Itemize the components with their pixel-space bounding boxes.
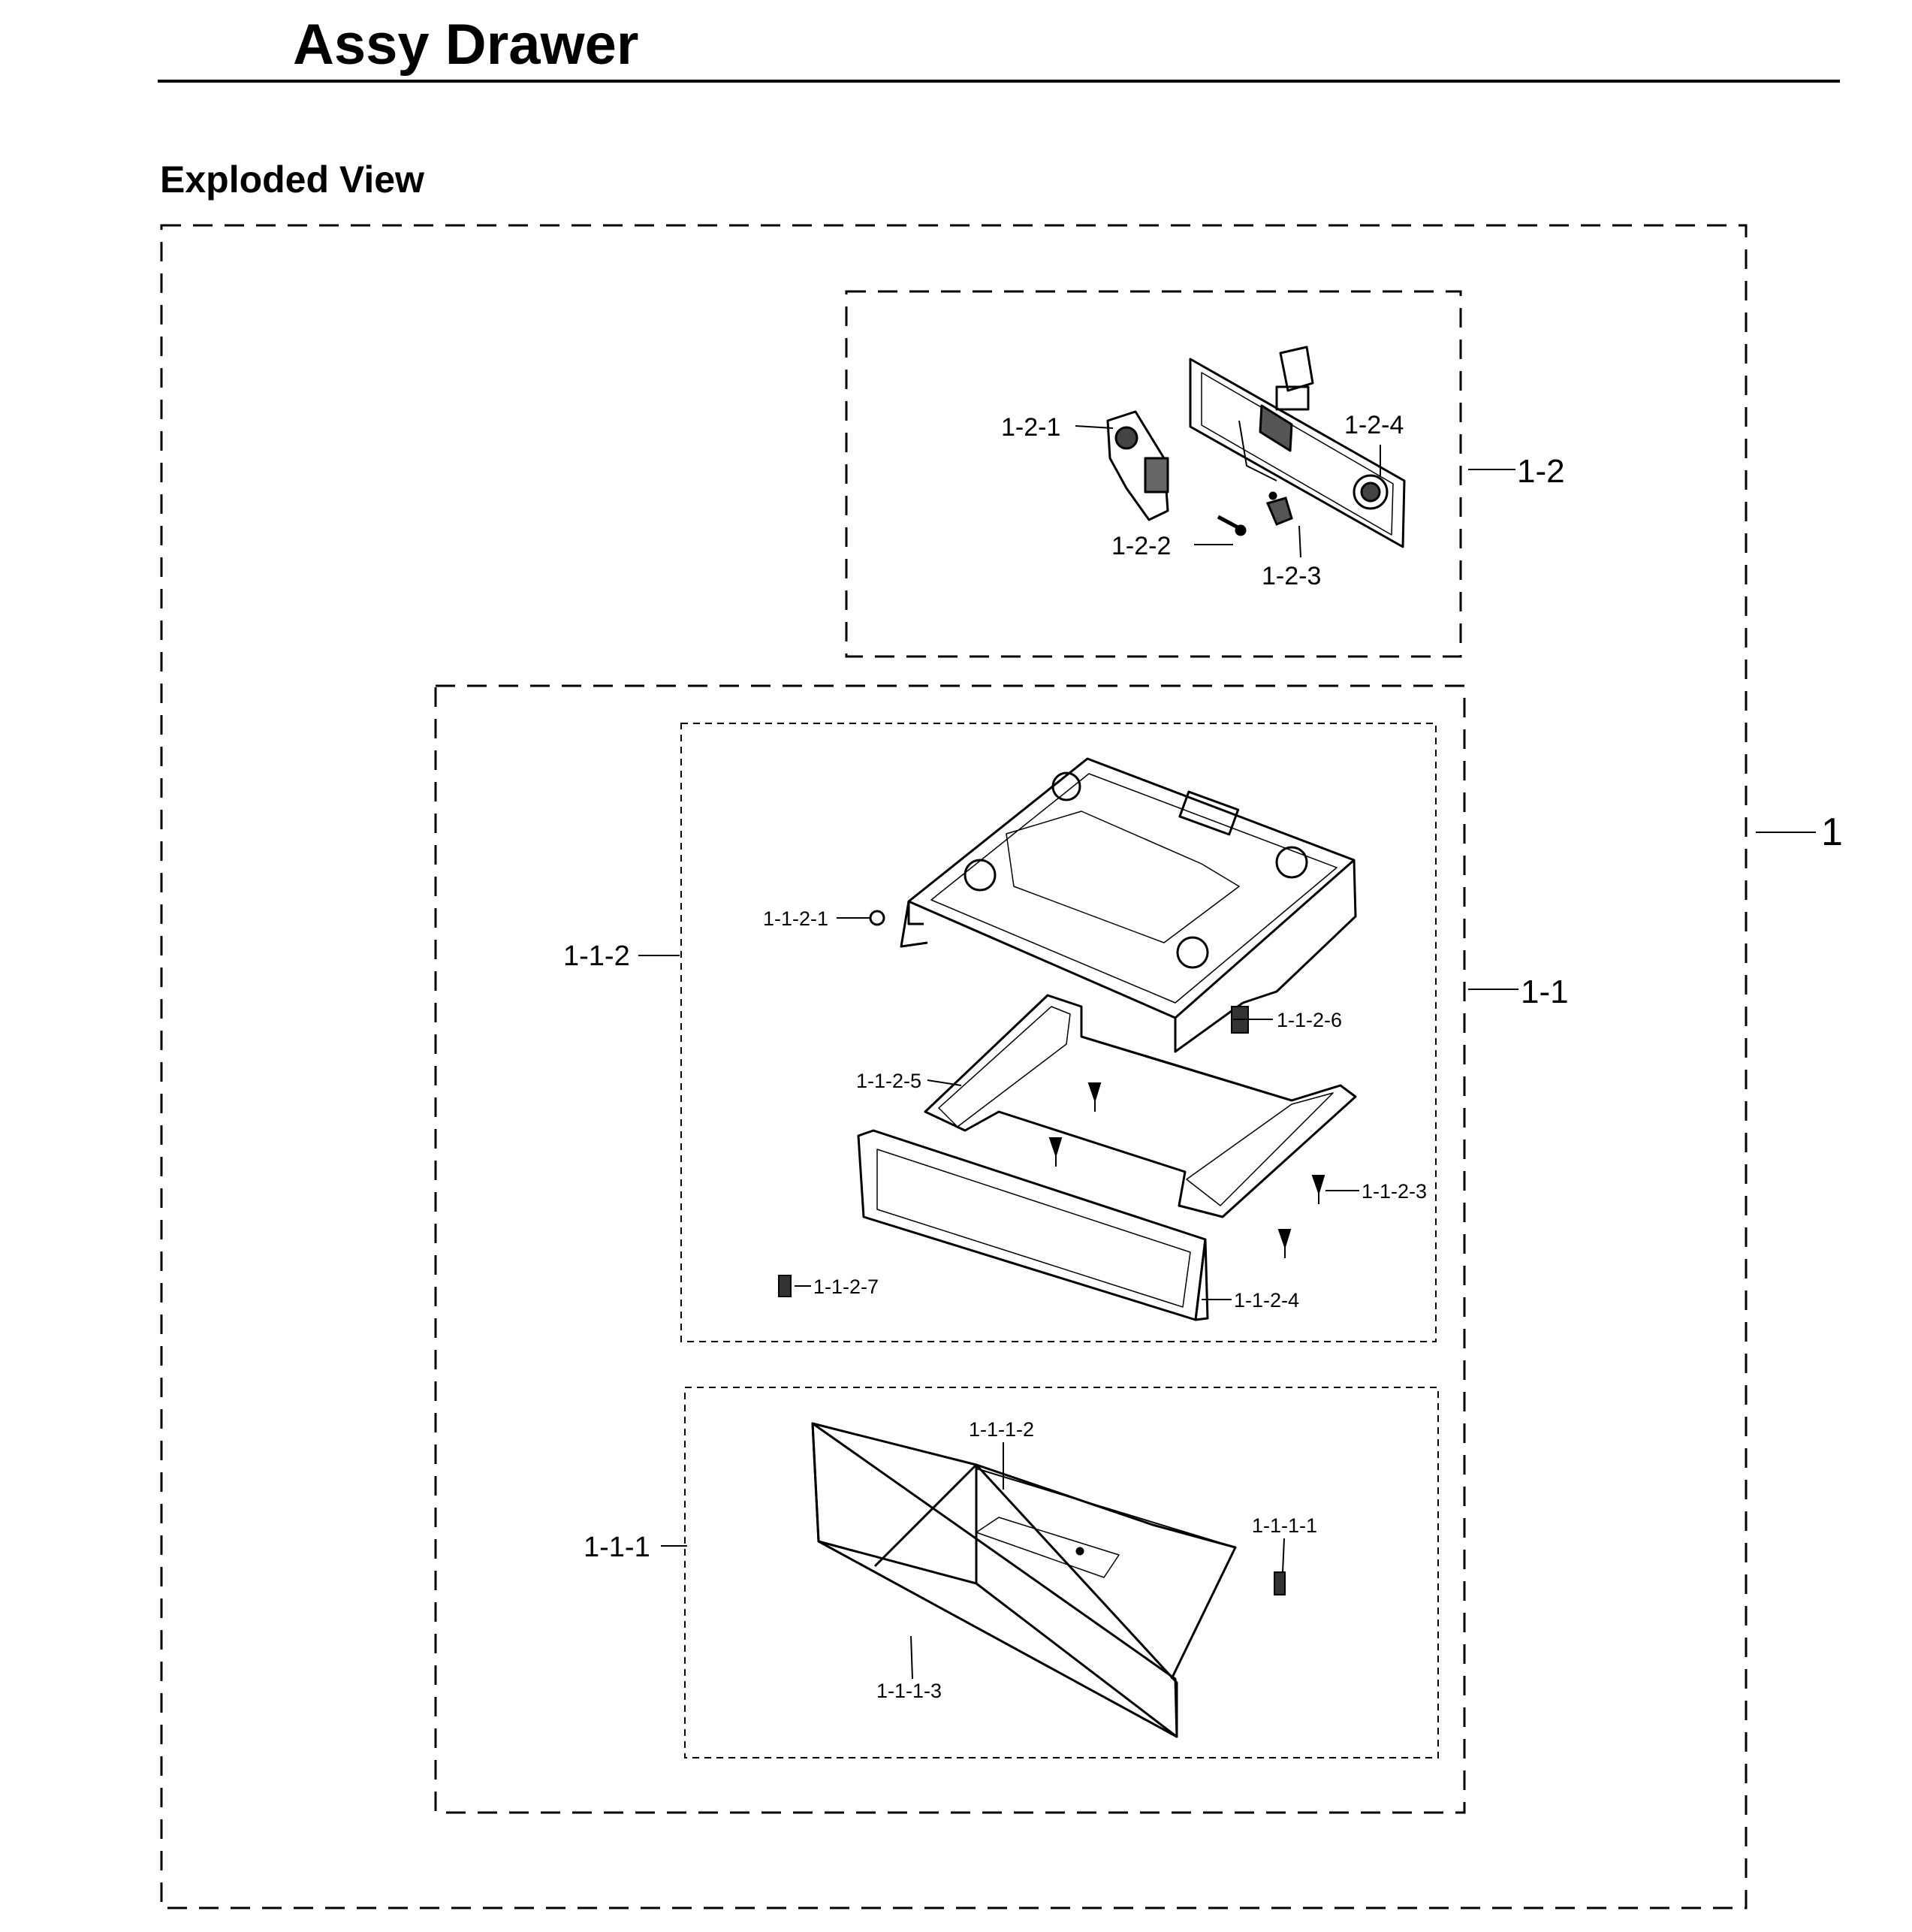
drawer-front-frame bbox=[857, 1129, 1209, 1321]
label-1-2-3: 1-2-3 bbox=[1262, 562, 1321, 590]
label-1: 1 bbox=[1821, 811, 1843, 854]
group-box-1-2 bbox=[845, 290, 1462, 658]
label-1-1-2-5: 1-1-2-5 bbox=[856, 1070, 921, 1092]
label-1-1-1-1: 1-1-1-1 bbox=[1252, 1514, 1317, 1537]
label-1-1-2-3: 1-1-2-3 bbox=[1362, 1180, 1427, 1203]
part-1-1-2-1 bbox=[869, 910, 885, 926]
label-1-1-1: 1-1-1 bbox=[584, 1532, 650, 1563]
label-1-1-2: 1-1-2 bbox=[563, 940, 630, 972]
screws bbox=[1048, 1082, 1325, 1258]
part-1-2-3 bbox=[1265, 491, 1293, 526]
label-1-1-2-4: 1-1-2-4 bbox=[1234, 1289, 1299, 1312]
group-box-1-1-1 bbox=[684, 1387, 1439, 1758]
label-1-1-2-6: 1-1-2-6 bbox=[1277, 1009, 1342, 1031]
page-title: Assy Drawer bbox=[293, 13, 639, 77]
label-1-2-2: 1-2-2 bbox=[1111, 532, 1171, 560]
label-1-1-1-2: 1-1-1-2 bbox=[969, 1418, 1034, 1441]
panel-pcb-assembly bbox=[1189, 346, 1406, 548]
group-box-1-1 bbox=[434, 684, 1466, 1814]
label-1-1-2-1: 1-1-2-1 bbox=[763, 907, 828, 930]
leader-lines bbox=[638, 425, 1816, 1680]
drawer-rail-frame bbox=[924, 994, 1357, 1218]
part-1-1-2-7 bbox=[778, 1275, 792, 1297]
part-1-1-1-1 bbox=[1274, 1571, 1286, 1595]
title-rule bbox=[158, 80, 1840, 83]
part-1-2-2 bbox=[1217, 515, 1247, 536]
group-box-1 bbox=[160, 224, 1748, 1909]
drawer bbox=[811, 1422, 1237, 1738]
section-heading: Exploded View bbox=[160, 158, 424, 201]
label-1-1-2-7: 1-1-2-7 bbox=[813, 1275, 879, 1298]
label-1-2-4: 1-2-4 bbox=[1344, 411, 1404, 439]
sub-pcb-1-2-1 bbox=[1106, 410, 1169, 521]
label-1-1-1-3: 1-1-1-3 bbox=[876, 1680, 942, 1702]
label-1-2-1: 1-2-1 bbox=[1001, 413, 1060, 442]
label-1-1: 1-1 bbox=[1521, 974, 1569, 1010]
drawer-frame-top bbox=[900, 757, 1357, 1053]
label-1-2: 1-2 bbox=[1517, 453, 1565, 490]
group-box-1-1-2 bbox=[680, 723, 1437, 1342]
